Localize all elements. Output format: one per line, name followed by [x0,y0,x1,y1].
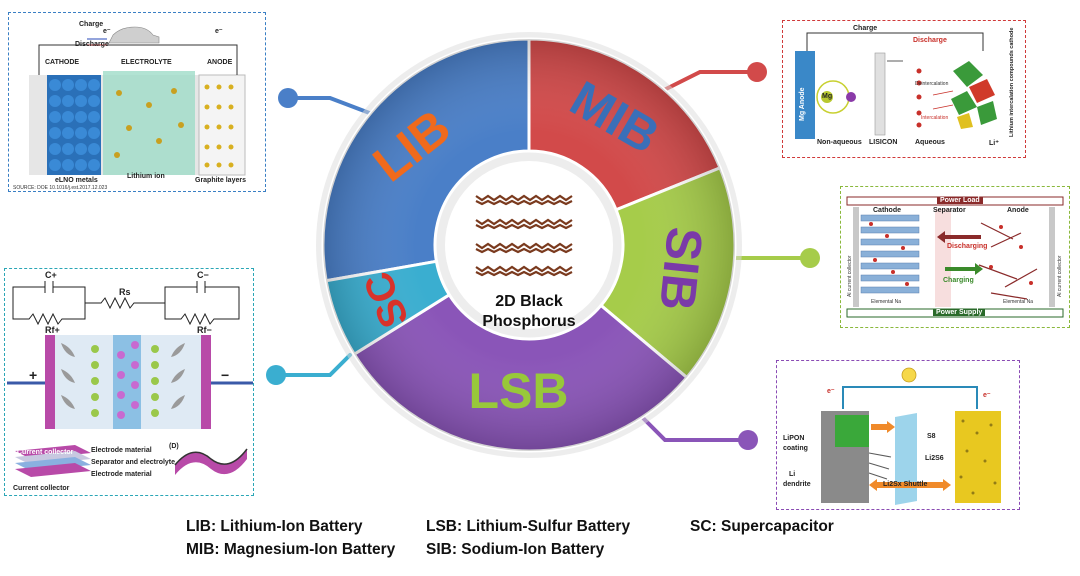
legend-sib: SIB: Sodium-Ion Battery [426,541,605,558]
sc-c-plus-label: C+ [45,270,57,280]
lsb-electron-left: e⁻ [827,388,835,395]
sib-illustration [846,196,1064,318]
lib-charge-label: Charge [79,21,104,28]
lsb-electron-right: e⁻ [983,392,991,399]
sc-plus-terminal: + [29,367,38,383]
sc-electrode-top: Electrode material [91,447,152,454]
connector-lsb [638,413,747,442]
legend-lib: LIB: Lithium-Ion Battery [186,518,363,535]
lsb-illustration [821,367,1001,505]
sib-right-collector-label: Al current collector [1057,255,1063,297]
sc-rs-label: Rs [119,287,131,297]
mib-panel: Charge Discharge Mg Anode Mg Non-aqueous… [782,20,1026,158]
sc-separator-label: Separator and electrolyte [91,459,176,466]
mib-crystal [951,61,997,129]
sc-panel: C+ C− Rs Rf+ Rf− + − Current collector E… [4,268,254,496]
sc-c-minus-label: C− [197,270,209,280]
lsb-dendrite-label: dendrite [783,481,811,488]
sc-wave-figure [175,449,247,475]
sib-charging-label: Charging [943,277,974,284]
sc-minus-terminal: − [221,367,230,383]
connector-lsb-dot [738,430,758,450]
sib-power-load-label: Power Load [937,197,983,204]
lib-electrolyte-label: ELECTROLYTE [121,59,172,66]
mib-mg-label: Mg [822,93,833,100]
sib-discharging-label: Discharging [947,243,988,250]
lsb-li2s6-label: Li2S6 [925,455,944,462]
lsb-li-label: Li [789,471,796,478]
sib-elemental-na-right: Elemental Na [1003,299,1034,305]
sib-anode-label: Anode [1007,207,1029,214]
sc-current-collector-top: Current collector [17,449,74,456]
lsb-shuttle-label: Li2Sx Shuttle [883,481,928,488]
sib-elemental-na-left: Elemental Na [871,299,902,305]
sc-current-collector-bottom: Current collector [13,485,70,492]
sc-circuit [12,281,240,326]
sc-figure-d-label: (D) [169,443,179,450]
lsb-lipon-label: LiPON [783,435,805,442]
lib-cathode-label: CATHODE [45,59,80,66]
ring-label-sib: SIB [649,224,713,313]
center-title-line2: Phosphorus [482,313,575,330]
connector-sib-dot [800,248,820,268]
lsb-coating-label: coating [783,445,808,452]
mib-deintercalation-label: Deintercalation [915,81,949,87]
connector-sc [276,353,352,377]
connector-mib-dot [747,62,767,82]
legend-lsb: LSB: Lithium-Sulfur Battery [426,518,631,535]
sc-electrode-bottom: Electrode material [91,471,152,478]
lsb-panel: e⁻ e⁻ LiPON coating Li dendrite S8 Li2S6… [776,360,1020,510]
sib-panel: Power Load Power Supply Cathode Separato… [840,186,1070,328]
lightbulb-icon [901,367,917,383]
sib-separator-label: Separator [933,207,966,214]
ring-inner-white [445,161,613,329]
lib-illustration [29,26,246,176]
lib-anode-label: ANODE [207,59,233,66]
legend-mib: MIB: Magnesium-Ion Battery [186,541,396,558]
sib-left-collector-label: Al current collector [847,255,853,297]
mib-anode-label: Mg Anode [799,87,806,121]
mib-charge-label: Charge [853,25,878,32]
sc-layer-stack [15,445,91,477]
ring-label-lsb: LSB [469,363,569,419]
mib-lisicon-label: LISICON [869,139,898,146]
sib-power-supply-label: Power Supply [933,309,986,316]
connector-sc-dot [266,365,286,385]
center-title-line1: 2D Black [495,293,563,310]
connector-lib-dot [278,88,298,108]
lib-elno-label: eLNO metals [55,177,98,184]
mib-discharge-label: Discharge [913,37,947,44]
mib-nonaqueous-label: Non-aqueous [817,139,862,146]
lsb-s8-label: S8 [927,433,936,440]
lib-source-label: SOURCE: DOE 10.1016/j.est.2017.12.023 [13,185,108,191]
mib-cathode-label: Lithium intercalation compounds cathode [1009,27,1015,137]
lib-electron-right: e⁻ [215,28,223,35]
sc-rf-plus-label: Rf+ [45,325,60,335]
black-phosphorus-layers [475,194,573,277]
mib-li-label: Li⁺ [989,140,999,147]
legend-sc: SC: Supercapacitor [690,518,834,535]
lib-panel: Charge Discharge e⁻ e⁻ CATHODE ELECTROLY… [8,12,266,192]
lib-graphite-label: Graphite layers [195,177,246,184]
lib-electron-left: e⁻ [103,28,111,35]
mib-illustration [795,32,997,139]
mib-intercalation-label: Intercalation [921,115,949,121]
connector-mib [662,70,759,92]
lib-lithium-ion-label: Lithium ion [127,173,165,180]
sc-illustration [7,281,253,477]
mib-aqueous-label: Aqueous [915,139,945,146]
sib-cathode-label: Cathode [873,207,901,214]
sc-rf-minus-label: Rf− [197,325,212,335]
lib-discharge-label: Discharge [75,41,109,48]
